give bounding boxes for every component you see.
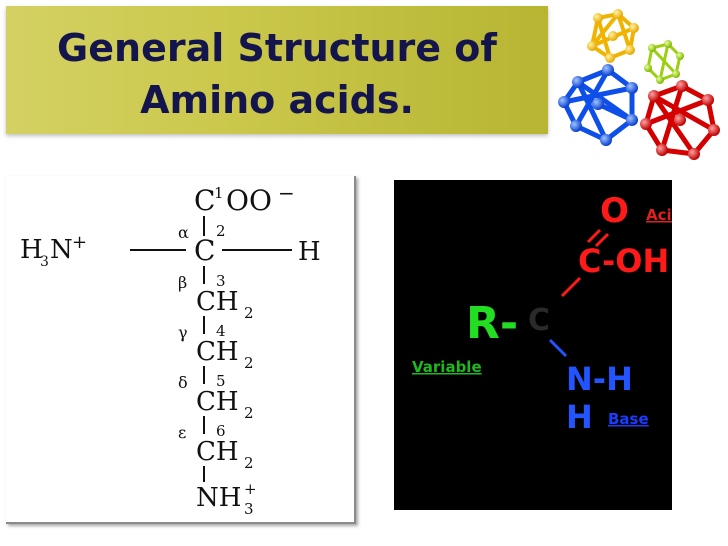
svg-text:2: 2 — [244, 404, 254, 422]
terminal-sup: + — [244, 480, 257, 498]
greek-alpha: α — [178, 223, 189, 242]
title-line-1: General Structure of — [57, 26, 497, 70]
lysine-structure-panel: C 1 OO − H 3 N + C H α β γ δ ε 2 3 4 5 6… — [6, 176, 356, 524]
terminal-sub: 3 — [244, 500, 254, 518]
number-3: 3 — [216, 272, 226, 290]
greek-epsilon: ε — [178, 423, 186, 442]
carboxyl-sup: 1 — [214, 184, 224, 202]
svg-text:2: 2 — [244, 454, 254, 472]
ch2-gamma: CH 2 — [196, 337, 254, 372]
svg-text:2: 2 — [244, 354, 254, 372]
number-5: 5 — [216, 372, 226, 390]
number-4: 4 — [216, 322, 226, 340]
number-2: 2 — [216, 222, 226, 240]
ch2-epsilon: CH 2 — [196, 437, 254, 472]
slide-title: General Structure of Amino acids. — [6, 22, 548, 126]
r-group: R- — [466, 298, 518, 349]
ch2-beta: CH 2 — [196, 287, 254, 322]
oxygen-atom: O — [600, 191, 629, 231]
svg-text:CH: CH — [196, 287, 239, 317]
molecule-models-image — [558, 9, 720, 160]
amino-charge: + — [72, 232, 87, 253]
amino-sub: 3 — [40, 254, 49, 270]
acid-label: Acid — [646, 206, 672, 224]
base-label: Base — [608, 410, 649, 428]
lysine-diagram: C 1 OO − H 3 N + C H α β γ δ ε 2 3 4 5 6… — [20, 181, 321, 518]
greek-delta: δ — [178, 373, 188, 392]
carboxyl-c: C — [194, 184, 215, 217]
alpha-hydrogen: H — [298, 237, 321, 267]
amine-h: H — [566, 398, 593, 436]
generic-structure-diagram: O Acid C -OH C R- Variable N-H H Base — [412, 191, 672, 436]
svg-text:CH: CH — [196, 337, 239, 367]
alpha-carbon-faint: C — [528, 303, 550, 338]
svg-text:CH: CH — [196, 437, 239, 467]
title-banner: General Structure of Amino acids. — [6, 6, 548, 134]
terminal-nh: NH — [196, 483, 241, 513]
carbonyl-carbon: C — [578, 242, 601, 280]
alpha-carbon: C — [194, 234, 215, 267]
number-6: 6 — [216, 422, 226, 440]
variable-label: Variable — [412, 358, 482, 376]
amine-nh: N-H — [566, 360, 633, 398]
amino-h: H — [20, 235, 43, 265]
ch2-delta: CH 2 — [196, 387, 254, 422]
svg-text:CH: CH — [196, 387, 239, 417]
greek-beta: β — [178, 273, 187, 292]
amino-n: N — [50, 235, 73, 265]
generic-amino-acid-panel: O Acid C -OH C R- Variable N-H H Base — [394, 180, 672, 510]
svg-text:2: 2 — [244, 304, 254, 322]
greek-gamma: γ — [178, 323, 188, 342]
title-line-2: Amino acids. — [140, 78, 414, 122]
carboxyl-charge: − — [278, 181, 295, 205]
hydroxyl-group: -OH — [602, 242, 669, 280]
carboxyl-oo: OO — [226, 184, 272, 217]
